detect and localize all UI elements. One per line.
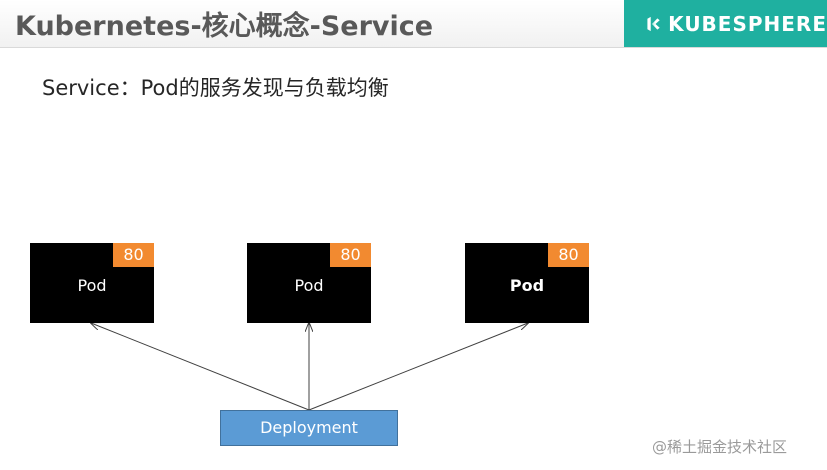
pod-node-3: 80 Pod: [465, 243, 589, 323]
deployment-node: Deployment: [220, 410, 398, 446]
edge-deployment-to-pod-1: [91, 323, 310, 411]
slide-subtitle: Service：Pod的服务发现与负载均衡: [42, 76, 389, 100]
kubesphere-logo-icon: [647, 16, 660, 31]
pod-port-badge: 80: [113, 243, 154, 267]
pod-node-2: 80 Pod: [247, 243, 371, 323]
watermark: @稀土掘金技术社区: [652, 438, 788, 456]
pod-label: Pod: [509, 276, 545, 295]
pod-node-1: 80 Pod: [30, 243, 154, 323]
title-underline: [0, 47, 827, 48]
page-title: Kubernetes-核心概念-Service: [15, 11, 434, 42]
pod-label: Pod: [77, 276, 107, 295]
pod-label: Pod: [294, 276, 324, 295]
brand-banner: KUBESPHERE: [624, 0, 827, 47]
brand-name: KUBESPHERE: [668, 11, 827, 36]
pod-port-badge: 80: [548, 243, 589, 267]
pod-port-badge: 80: [330, 243, 371, 267]
edge-deployment-to-pod-3: [308, 323, 528, 411]
